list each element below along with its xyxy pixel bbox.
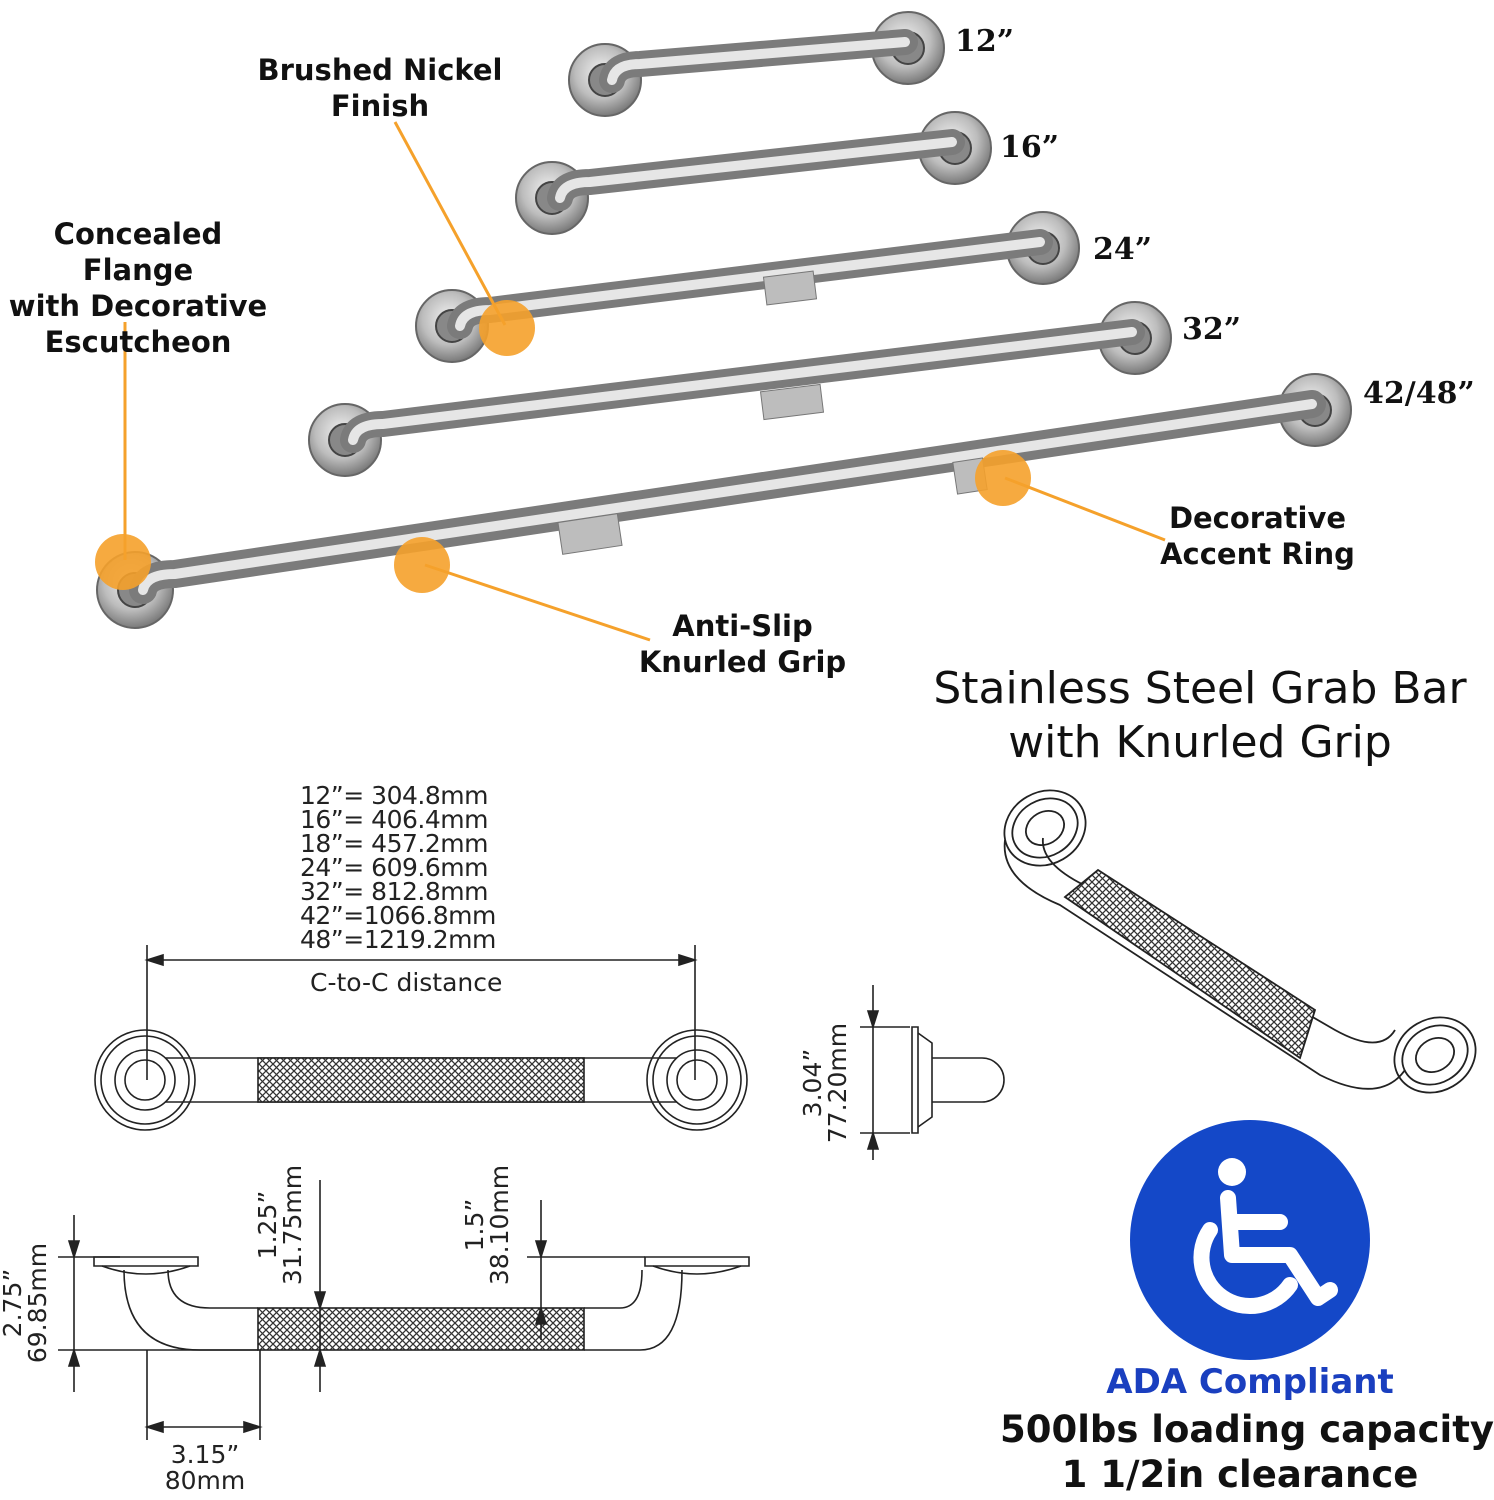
clearance-inches: 1.5” — [460, 1198, 489, 1252]
diameter-dimension-label: 1.25” 31.75mm — [253, 1160, 307, 1290]
wheelchair-icon — [1193, 1158, 1338, 1315]
callout-accent-ring: Decorative Accent Ring — [1160, 501, 1355, 571]
ctoc-label: C-to-C distance — [310, 968, 503, 997]
projection-mm: 69.85mm — [23, 1242, 52, 1364]
clearance-text: 1 1/2in clearance — [1061, 1453, 1419, 1496]
depth-inches: 3.04” — [798, 1048, 827, 1118]
conversion-row: 12”= 304.8mm — [300, 781, 488, 810]
conversion-row: 48”=1219.2mm — [300, 925, 496, 954]
grab-bar-42-48 — [96, 373, 1352, 629]
title-line-2: with Knurled Grip — [1008, 717, 1392, 768]
callout-knurled-grip: Anti-Slip Knurled Grip — [638, 609, 847, 679]
callout-concealed-flange: Concealed Flange with Decorative Escutch… — [8, 217, 268, 359]
depth-dimension-label: 3.04” 77.20mm — [798, 1018, 852, 1148]
size-label-12: 12” — [955, 24, 1015, 59]
clearance-dimension-label: 1.5” 38.10mm — [460, 1160, 514, 1290]
grab-bar-12 — [568, 11, 945, 117]
title-line-1: Stainless Steel Grab Bar — [933, 663, 1467, 714]
size-label-42-48: 42/48” — [1363, 376, 1475, 411]
callout-brushed-nickel: Brushed Nickel Finish — [257, 53, 503, 123]
offset-inches: 3.15” — [170, 1440, 240, 1469]
ada-compliant-label: ADA Compliant — [1106, 1362, 1394, 1402]
diameter-inches: 1.25” — [253, 1190, 282, 1260]
ada-badge — [1130, 1120, 1370, 1360]
conversion-row: 42”=1066.8mm — [300, 901, 496, 930]
projection-inches: 2.75” — [0, 1268, 27, 1338]
projection-dimension-label: 2.75” 69.85mm — [0, 1238, 52, 1368]
size-label-32: 32” — [1182, 312, 1242, 347]
product-title: Stainless Steel Grab Bar with Knurled Gr… — [920, 662, 1480, 770]
conversion-row: 32”= 812.8mm — [300, 877, 488, 906]
offset-mm: 80mm — [164, 1466, 246, 1495]
line-art-grab-bar — [1003, 789, 1477, 1094]
technical-side-view — [860, 985, 1005, 1160]
size-label-16: 16” — [1000, 130, 1060, 165]
conversion-row: 24”= 609.6mm — [300, 853, 488, 882]
grab-bar-16 — [515, 111, 992, 235]
conversion-row: 16”= 406.4mm — [300, 805, 488, 834]
size-label-24: 24” — [1093, 232, 1153, 267]
size-conversion-list: 12”= 304.8mm 16”= 406.4mm 18”= 457.2mm 2… — [300, 781, 545, 954]
callout-markers — [95, 121, 1166, 642]
technical-front-view — [94, 945, 748, 1131]
loading-capacity-text: 500lbs loading capacity — [1000, 1408, 1494, 1451]
technical-top-view — [58, 1180, 750, 1440]
conversion-row: 18”= 457.2mm — [300, 829, 488, 858]
diameter-mm: 31.75mm — [278, 1164, 307, 1286]
clearance-mm: 38.10mm — [485, 1164, 514, 1286]
depth-mm: 77.20mm — [823, 1022, 852, 1144]
offset-dimension-label: 3.15” 80mm — [145, 1442, 265, 1494]
grab-bar-32 — [308, 301, 1172, 477]
